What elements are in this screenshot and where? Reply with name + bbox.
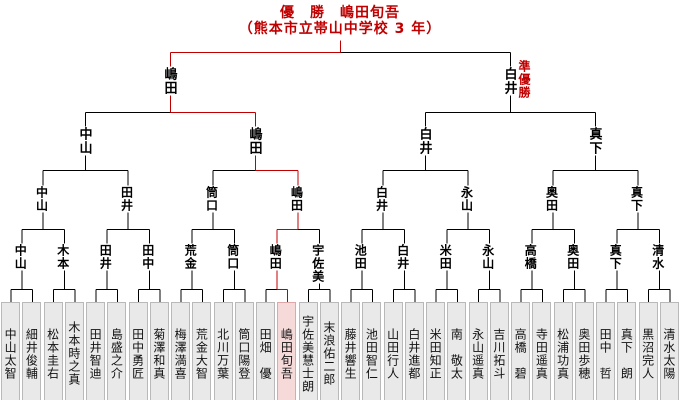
round-winner-label: 荒金	[183, 244, 198, 270]
player-box: 筒口陽登	[234, 302, 254, 400]
champion-title: 優 勝 嶋田旬吾 （熊本市立帯山中学校 3 年）	[0, 5, 680, 37]
player-box: 田畑 優	[256, 302, 276, 400]
player-box: 奥田歩穂	[574, 302, 594, 400]
player-box: 木本時之真	[64, 302, 84, 400]
player-box: 荒金大智	[192, 302, 212, 400]
round-winner-label: 奥田	[565, 244, 580, 270]
player-box: 田中 哲	[596, 302, 616, 400]
round-winner-label: 田井	[98, 244, 113, 270]
player-box: 宇佐美慧士朗	[298, 302, 318, 400]
player-box: 松浦功真	[553, 302, 573, 400]
round-winner-label: 中山	[76, 127, 92, 155]
player-box: 中山太智	[1, 302, 21, 400]
champion-title-line1: 優 勝 嶋田旬吾	[280, 5, 400, 21]
player-box: 寺田遥真	[532, 302, 552, 400]
round-winner-label: 宇佐美	[310, 244, 325, 283]
round-winner-label: 永山	[480, 244, 495, 270]
round-winner-label: 白井	[395, 244, 410, 270]
round-winner-label: 嶋田	[161, 67, 177, 95]
player-box: 田井智迪	[86, 302, 106, 400]
round-winner-label: 筒口	[225, 244, 240, 270]
player-box: 池田智仁	[362, 302, 382, 400]
round-winner-label: 嶋田	[289, 186, 304, 212]
round-winner-label: 田井	[119, 186, 134, 212]
player-box: 永山遥真	[468, 302, 488, 400]
round-winner-label: 真下	[586, 127, 602, 155]
champion-title-line2: （熊本市立帯山中学校 3 年）	[238, 21, 442, 37]
round-winner-label: 池田	[353, 244, 368, 270]
round-winner-label: 木本	[55, 244, 70, 270]
player-box: 白井進都	[404, 302, 424, 400]
player-box: 菊澤和真	[149, 302, 169, 400]
player-box: 南 敬太	[447, 302, 467, 400]
player-box: 島盛之介	[107, 302, 127, 400]
round-winner-label: 真下	[608, 244, 623, 270]
round-winner-label: 白井	[501, 67, 517, 95]
round-winner-label: 筒口	[204, 186, 219, 212]
player-box: 藤井響生	[341, 302, 361, 400]
round-winner-label: 奥田	[544, 186, 559, 212]
round-winner-label: 清水	[650, 244, 665, 270]
round-winner-label: 中山	[34, 186, 49, 212]
round-winner-label: 白井	[374, 186, 389, 212]
round-winner-label: 米田	[438, 244, 453, 270]
runner-up-label: 準優勝	[517, 60, 531, 99]
player-box: 松本圭右	[43, 302, 63, 400]
player-box: 米田知正	[426, 302, 446, 400]
round-winner-label: 中山	[13, 244, 28, 270]
player-box: 高橋 碧	[511, 302, 531, 400]
round-winner-label: 高橋	[523, 244, 538, 270]
player-box-champion: 嶋田旬吾	[277, 302, 297, 400]
player-box: 梅澤満喜	[171, 302, 191, 400]
player-box: 北川万葉	[213, 302, 233, 400]
player-box: 黒沼完人	[638, 302, 658, 400]
player-box: 山田行人	[383, 302, 403, 400]
round-winner-label: 田中	[140, 244, 155, 270]
player-box: 吉川拓斗	[489, 302, 509, 400]
player-box: 真下 朗	[617, 302, 637, 400]
player-box: 末浪佑二郎	[319, 302, 339, 400]
player-box: 田中勇匠	[128, 302, 148, 400]
round-winner-label: 白井	[416, 127, 432, 155]
round-winner-label: 永山	[459, 186, 474, 212]
round-winner-label: 嶋田	[268, 244, 283, 270]
player-box: 清水太陽	[659, 302, 679, 400]
round-winner-label: 真下	[629, 186, 644, 212]
player-box: 細井俊輔	[22, 302, 42, 400]
round-winner-label: 嶋田	[246, 127, 262, 155]
